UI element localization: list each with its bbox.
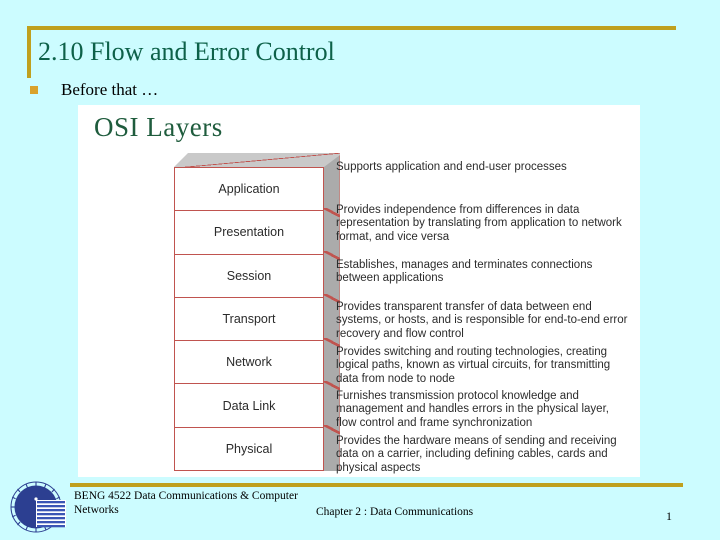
layer-transport: Transport bbox=[175, 298, 323, 342]
footer-course-text: BENG 4522 Data Communications & Computer… bbox=[74, 490, 298, 516]
bullet-row: Before that … bbox=[30, 80, 158, 100]
layer-physical: Physical bbox=[225, 441, 273, 456]
description-data-link: Furnishes transmission protocol knowledg… bbox=[336, 390, 609, 429]
figure-title: OSI Layers bbox=[94, 112, 223, 142]
description-session: Establishes, manages and terminates conn… bbox=[336, 259, 593, 285]
title-accent-rule-top bbox=[27, 26, 676, 30]
footer-accent-rule bbox=[70, 483, 683, 487]
stack-top-edge bbox=[174, 153, 340, 168]
title-accent-rule-left bbox=[27, 26, 31, 78]
footer-chapter-text: Chapter 2 : Data Communications bbox=[316, 506, 474, 518]
stack-bevel bbox=[323, 208, 340, 217]
layer-session: Session bbox=[175, 255, 323, 298]
stack-bevel bbox=[323, 338, 340, 347]
description-network: Provides switching and routing technolog… bbox=[336, 346, 611, 385]
stack-side-face bbox=[323, 153, 340, 471]
footer-page-number: 1 bbox=[666, 509, 672, 523]
square-bullet-icon bbox=[30, 86, 38, 94]
osi-layers-figure: OSI Layers Application Presentation Sess… bbox=[78, 105, 640, 477]
description-physical: Provides the hardware means of sending a… bbox=[336, 435, 617, 474]
stack-bevel bbox=[323, 425, 340, 434]
stack-bevel bbox=[323, 294, 340, 303]
description-presentation: Provides independence from differences i… bbox=[336, 204, 622, 243]
page-title: 2.10 Flow and Error Control bbox=[38, 37, 335, 66]
university-seal-logo bbox=[10, 481, 66, 533]
stack-front-face: Application Presentation Session Transpo… bbox=[174, 167, 324, 471]
stack-bevel bbox=[323, 251, 340, 260]
description-transport: Provides transparent transfer of data be… bbox=[336, 301, 628, 340]
bullet-text: Before that … bbox=[61, 80, 159, 99]
stack-bevel bbox=[323, 381, 340, 390]
description-application: Supports application and end-user proces… bbox=[336, 161, 567, 173]
layer-data-link: Data Link bbox=[175, 384, 323, 428]
layer-presentation: Presentation bbox=[175, 211, 323, 255]
osi-layer-stack: Application Presentation Session Transpo… bbox=[174, 153, 340, 471]
layer-network: Network bbox=[175, 341, 323, 385]
layer-application: Application bbox=[175, 168, 323, 212]
